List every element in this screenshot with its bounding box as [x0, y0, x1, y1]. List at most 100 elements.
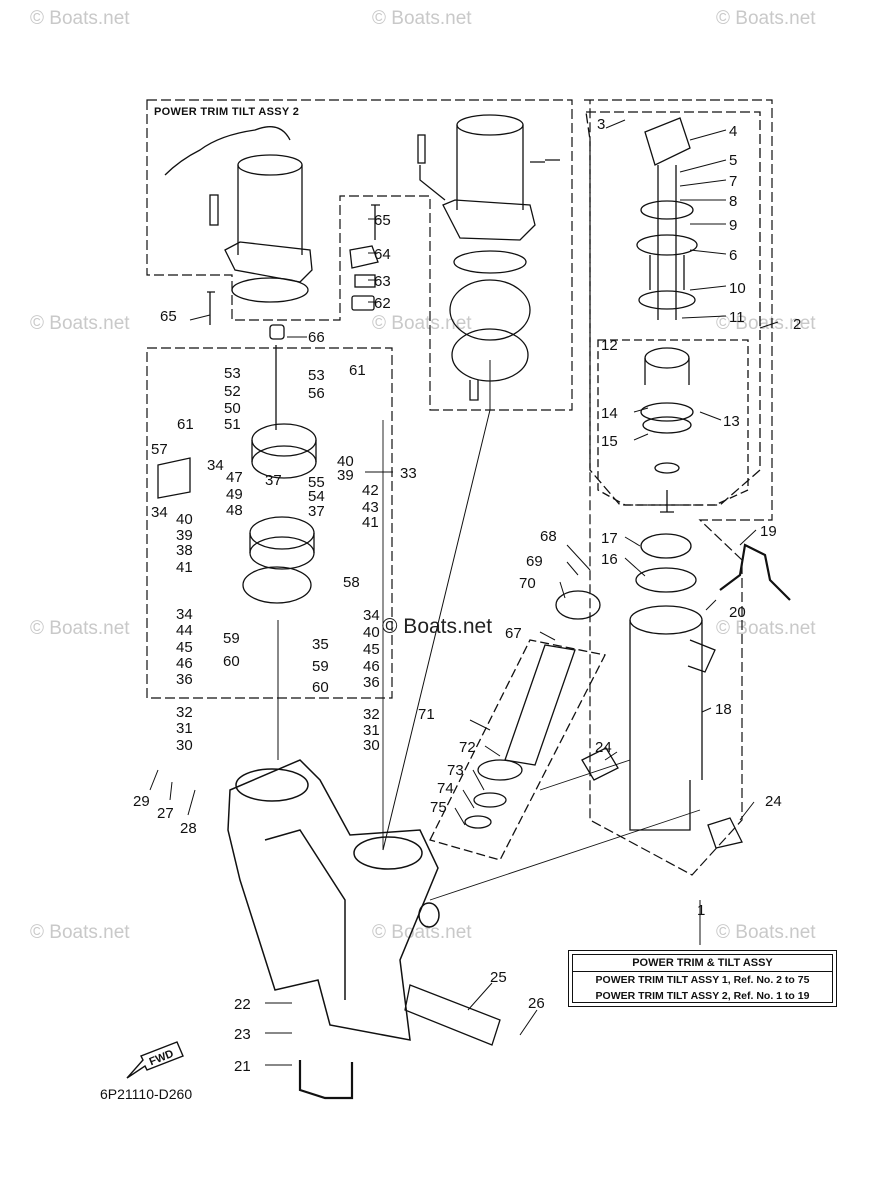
watermark-mid-right: © Boats.net [716, 313, 816, 334]
callout-36a: 36 [176, 671, 193, 688]
callout-40a: 40 [337, 453, 354, 470]
kit71-boundary [429, 639, 606, 861]
callout-24b: 24 [765, 793, 782, 810]
callout-43: 43 [362, 499, 379, 516]
cylinder-drawing [629, 533, 716, 831]
watermark-mid-center: © Boats.net [372, 313, 472, 334]
callout-47: 47 [226, 469, 243, 486]
callout-5: 5 [729, 152, 737, 169]
callout-9: 9 [729, 217, 737, 234]
callout-60a: 60 [223, 653, 240, 670]
watermark-low-left: © Boats.net [30, 618, 130, 639]
callout-66: 66 [308, 329, 325, 346]
callout-41a: 41 [362, 514, 379, 531]
legend-box: POWER TRIM & TILT ASSY POWER TRIM TILT A… [568, 950, 837, 1007]
callout-31a: 31 [176, 720, 193, 737]
watermark-top-center: © Boats.net [372, 8, 472, 29]
callout-12: 12 [601, 337, 618, 354]
callout-31b: 31 [363, 722, 380, 739]
callout-14: 14 [601, 405, 618, 422]
callout-39a: 39 [337, 467, 354, 484]
callout-35: 35 [312, 636, 329, 653]
watermark-mid-left: © Boats.net [30, 313, 130, 334]
legend-row-assy2: POWER TRIM TILT ASSY 2, Ref. No. 1 to 19 [595, 990, 810, 1002]
callout-53b: 53 [308, 367, 325, 384]
callout-18: 18 [715, 701, 732, 718]
callout-59a: 59 [223, 630, 240, 647]
callout-33: 33 [400, 465, 417, 482]
callout-42: 42 [362, 482, 379, 499]
valve-block-boundary [146, 347, 393, 699]
part-callouts: 1 2 3 4 5 7 8 9 6 10 11 12 13 14 15 17 1… [133, 116, 801, 1075]
callout-46b: 46 [363, 658, 380, 675]
inner-piston-boundary [585, 111, 761, 506]
callout-69: 69 [526, 553, 543, 570]
motor-assy1-drawing [417, 114, 560, 401]
callout-49: 49 [226, 486, 243, 503]
callout-29: 29 [133, 793, 150, 810]
watermark-bottom-left: © Boats.net [30, 922, 130, 943]
callout-34d: 34 [363, 607, 380, 624]
callout-23: 23 [234, 1026, 251, 1043]
callout-39b: 39 [176, 527, 193, 544]
watermark-bottom-right: © Boats.net [716, 922, 816, 943]
callout-13: 13 [723, 413, 740, 430]
callout-15: 15 [601, 433, 618, 450]
callout-6: 6 [729, 247, 737, 264]
valve-block-drawing [157, 324, 317, 760]
callout-51: 51 [224, 416, 241, 433]
callout-56: 56 [308, 385, 325, 402]
callout-7: 7 [729, 173, 737, 190]
callout-61b: 61 [349, 362, 366, 379]
callout-67: 67 [505, 625, 522, 642]
callout-53a: 53 [224, 365, 241, 382]
callout-30b: 30 [363, 737, 380, 754]
callout-26: 26 [528, 995, 545, 1012]
bracket-drawing [227, 759, 440, 1041]
callout-44: 44 [176, 622, 193, 639]
assy2-boundary [146, 99, 573, 411]
callout-54: 54 [308, 488, 325, 505]
callout-34b: 34 [151, 504, 168, 521]
callout-20: 20 [729, 604, 746, 621]
callout-46a: 46 [176, 655, 193, 672]
callout-3: 3 [597, 116, 605, 133]
callout-52: 52 [224, 383, 241, 400]
callout-50: 50 [224, 400, 241, 417]
callout-22: 22 [234, 996, 251, 1013]
callout-68: 68 [540, 528, 557, 545]
watermark-top-right: © Boats.net [716, 8, 816, 29]
callout-2: 2 [793, 316, 801, 333]
callout-10: 10 [729, 280, 746, 297]
callout-73: 73 [447, 762, 464, 779]
callout-63: 63 [374, 273, 391, 290]
callout-40b: 40 [176, 511, 193, 528]
callout-61a: 61 [177, 416, 194, 433]
callout-36b: 36 [363, 674, 380, 691]
callout-4: 4 [729, 123, 737, 140]
callout-37b: 37 [308, 503, 325, 520]
callout-70: 70 [519, 575, 536, 592]
callout-21: 21 [234, 1058, 251, 1075]
callout-40c: 40 [363, 624, 380, 641]
assy2-title: POWER TRIM TILT ASSY 2 [154, 106, 300, 118]
diagram-code: 6P21110-D260 [100, 1086, 193, 1102]
callout-75: 75 [430, 799, 447, 816]
callout-59b: 59 [312, 658, 329, 675]
callout-30a: 30 [176, 737, 193, 754]
watermark-top-left: © Boats.net [30, 8, 130, 29]
callout-16: 16 [601, 551, 618, 568]
callout-41b: 41 [176, 559, 193, 576]
callout-34c: 34 [176, 606, 193, 623]
callout-60b: 60 [312, 679, 329, 696]
callout-37a: 37 [265, 472, 282, 489]
callout-11: 11 [729, 309, 745, 326]
fwd-arrow-icon [126, 1041, 184, 1079]
watermark-bottom-center: © Boats.net [372, 922, 472, 943]
motor-assy2-drawing [164, 126, 313, 303]
fwd-arrow: FWD [125, 1038, 185, 1087]
callout-17: 17 [601, 530, 618, 547]
callout-64: 64 [374, 246, 391, 263]
callout-58: 58 [343, 574, 360, 591]
